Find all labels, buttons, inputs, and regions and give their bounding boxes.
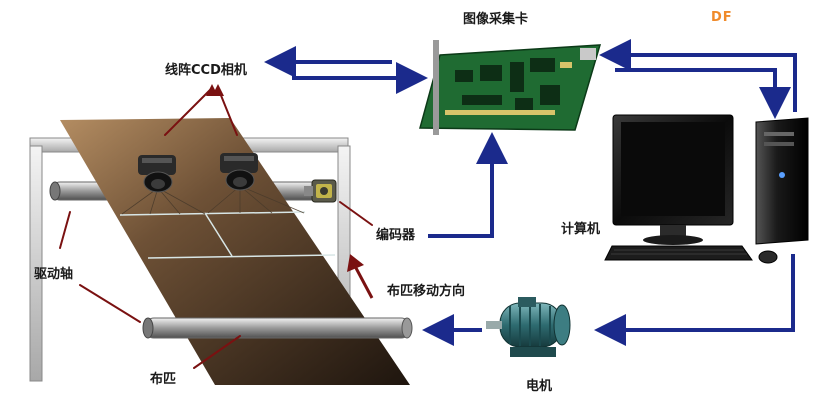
- bottom-roller: [142, 317, 413, 339]
- fabric-direction-label: 布匹移动方向: [387, 284, 466, 299]
- ccd-camera-left: [138, 155, 176, 193]
- computer-keyboard: [604, 245, 753, 261]
- arrow-computer-to-card: [599, 39, 797, 112]
- arrow-computer-to-motor: [594, 254, 795, 346]
- drive-shaft-label: 驱动轴: [34, 267, 74, 282]
- computer-monitor: [612, 114, 734, 245]
- encoder-device: [304, 179, 337, 203]
- computer-mouse: [758, 250, 778, 264]
- signal-arrows: [264, 39, 797, 346]
- ccd-camera-right: [220, 153, 258, 191]
- computer-label: 计算机: [561, 222, 601, 237]
- watermark: DF: [711, 10, 733, 25]
- capture-card-pcb: [419, 40, 602, 135]
- capture-card-label: 图像采集卡: [463, 12, 529, 27]
- fabric-label: 布匹: [150, 372, 177, 387]
- motor-device: [486, 297, 571, 357]
- ccd-camera-label: 线阵CCD相机: [165, 63, 247, 78]
- pointer-heads: [206, 84, 224, 96]
- encoder-label: 编码器: [376, 228, 416, 243]
- arrow-encoder-to-card: [428, 132, 508, 238]
- motor-label: 电机: [526, 379, 553, 394]
- fabric-direction-arrow: [347, 254, 374, 299]
- arrow-card-to-computer: [615, 68, 791, 119]
- computer-tower: [755, 117, 809, 245]
